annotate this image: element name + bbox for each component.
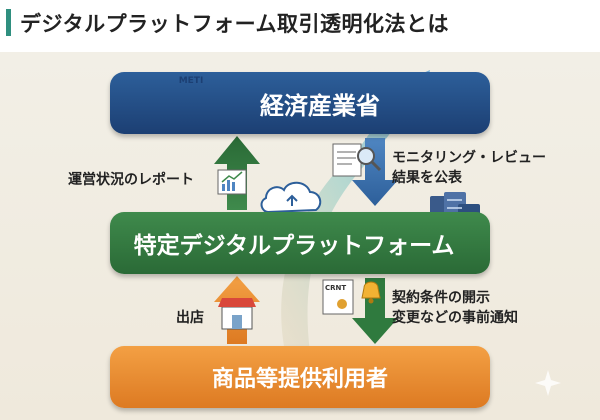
report-chart-icon <box>217 169 247 195</box>
edge-monitoring-line2: 結果を公表 <box>392 170 462 186</box>
magnifier-document-icon <box>332 143 382 177</box>
edge-store-label: 出店 <box>176 310 204 326</box>
node-users: 商品等提供利用者 <box>110 346 490 408</box>
document-icon-text: CRNT <box>325 284 347 292</box>
cloud-icon <box>260 181 322 214</box>
node-platform-label: 特定デジタルプラットフォーム <box>133 233 455 259</box>
monitoring-arrow <box>352 138 398 206</box>
building-sign: METI <box>178 76 204 86</box>
title-accent-bar <box>6 9 11 36</box>
contract-bell-icon <box>322 279 381 315</box>
edge-notice-line2: 変更などの事前通知 <box>392 310 518 326</box>
notice-arrow <box>352 278 398 344</box>
edge-notice-line1: 契約条件の開示 <box>392 290 490 306</box>
edge-report-label: 運営状況のレポート <box>68 172 194 188</box>
node-meti-label: 経済産業省 <box>260 91 380 120</box>
node-meti: 経済産業省 <box>110 72 490 134</box>
sparkle-icon <box>535 370 561 396</box>
edge-monitoring-line1: モニタリング・レビュー <box>392 150 546 166</box>
node-platform: 特定デジタルプラットフォーム <box>110 212 490 274</box>
node-users-label: 商品等提供利用者 <box>211 367 388 392</box>
shop-icon <box>218 298 256 330</box>
diagram-stage: 経済産業省 METI 特定デジタルプラットフォーム 商品等提供利用者 CRNT … <box>0 52 600 420</box>
title-bar: デジタルプラットフォーム取引透明化法とは <box>0 0 600 46</box>
page-title: デジタルプラットフォーム取引透明化法とは <box>20 12 449 36</box>
